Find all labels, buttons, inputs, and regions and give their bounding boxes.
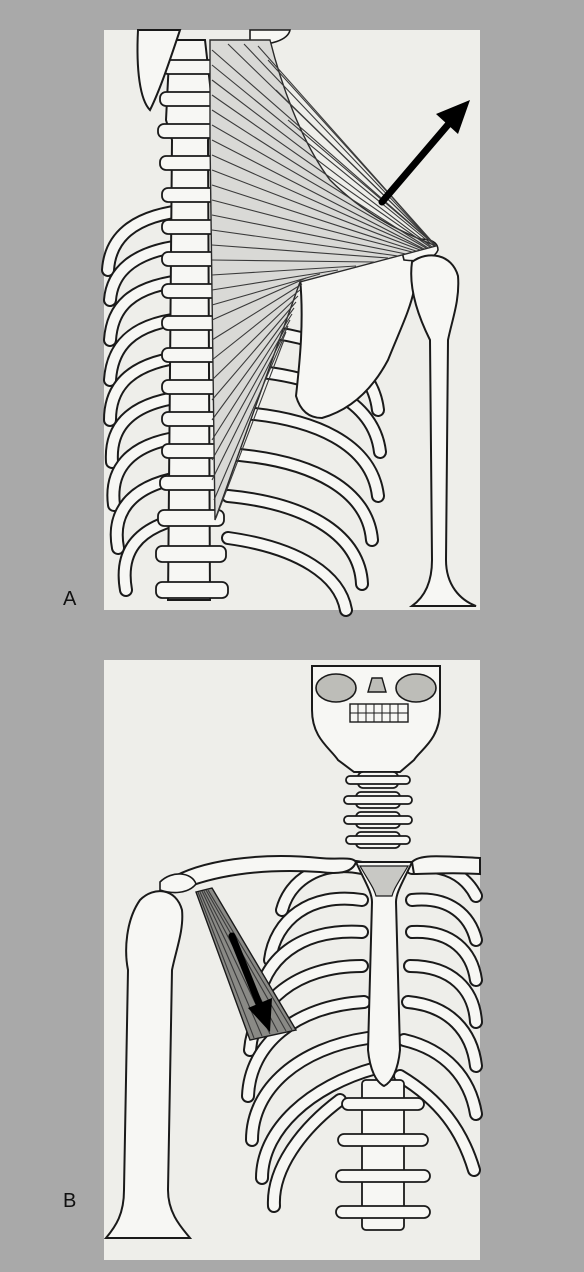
- panel-a-label: A: [63, 588, 76, 611]
- clavicle-right: [412, 856, 480, 874]
- panel-b-illustration: [0, 630, 584, 1272]
- panel-a: A: [0, 0, 584, 620]
- panel-b: B: [0, 630, 584, 1272]
- panel-a-illustration: [0, 0, 584, 620]
- panel-b-label: B: [63, 1190, 76, 1213]
